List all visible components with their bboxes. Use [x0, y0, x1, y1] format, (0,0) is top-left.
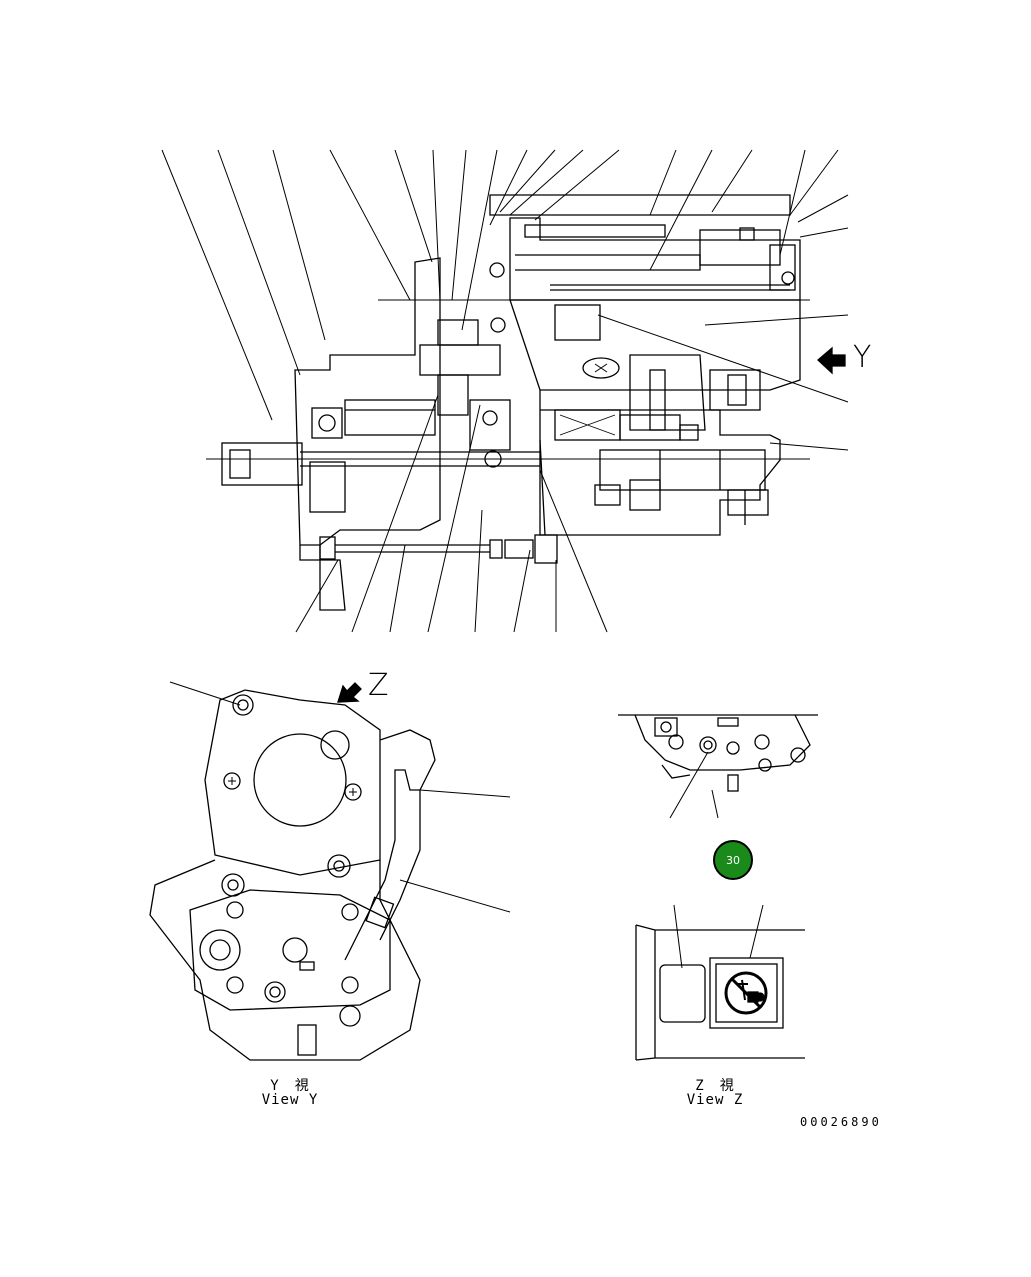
- view-y-arrow: [817, 346, 846, 375]
- pinion-gear-assembly: [344, 262, 511, 468]
- document-number: 00026890: [800, 1115, 882, 1129]
- view-z: [618, 714, 818, 1061]
- gear-housing: [489, 194, 801, 301]
- solenoid-cover: [189, 889, 391, 1056]
- view-y-marker: Y: [853, 340, 872, 375]
- view-z-caption-jp: Z 視: [695, 1078, 735, 1094]
- view-z-marker: Z: [368, 668, 389, 703]
- leader-lines-bottom: [295, 394, 608, 633]
- view-y-caption-jp: Y 視: [270, 1078, 310, 1094]
- armature-brush-assembly: [539, 390, 781, 536]
- view-y-caption-en: View Y: [261, 1092, 319, 1108]
- front-housing: [221, 257, 558, 611]
- terminal-detail: [618, 714, 818, 819]
- magnetic-switch: [509, 299, 801, 431]
- leader-lines-view-y: [169, 681, 511, 913]
- view-z-caption-en: View Z: [686, 1092, 744, 1108]
- reference-number-badge: 30: [713, 840, 753, 880]
- label-plate-detail: [635, 904, 805, 1061]
- view-y: [149, 681, 511, 1061]
- leader-lines-top: [161, 149, 849, 451]
- no-water-spray-icon: [724, 971, 768, 1015]
- motor-end-cover: [204, 689, 381, 876]
- wire-harness: [344, 729, 436, 961]
- view-z-arrow: [337, 682, 362, 703]
- shaft: [300, 439, 546, 536]
- section-view: [161, 149, 849, 633]
